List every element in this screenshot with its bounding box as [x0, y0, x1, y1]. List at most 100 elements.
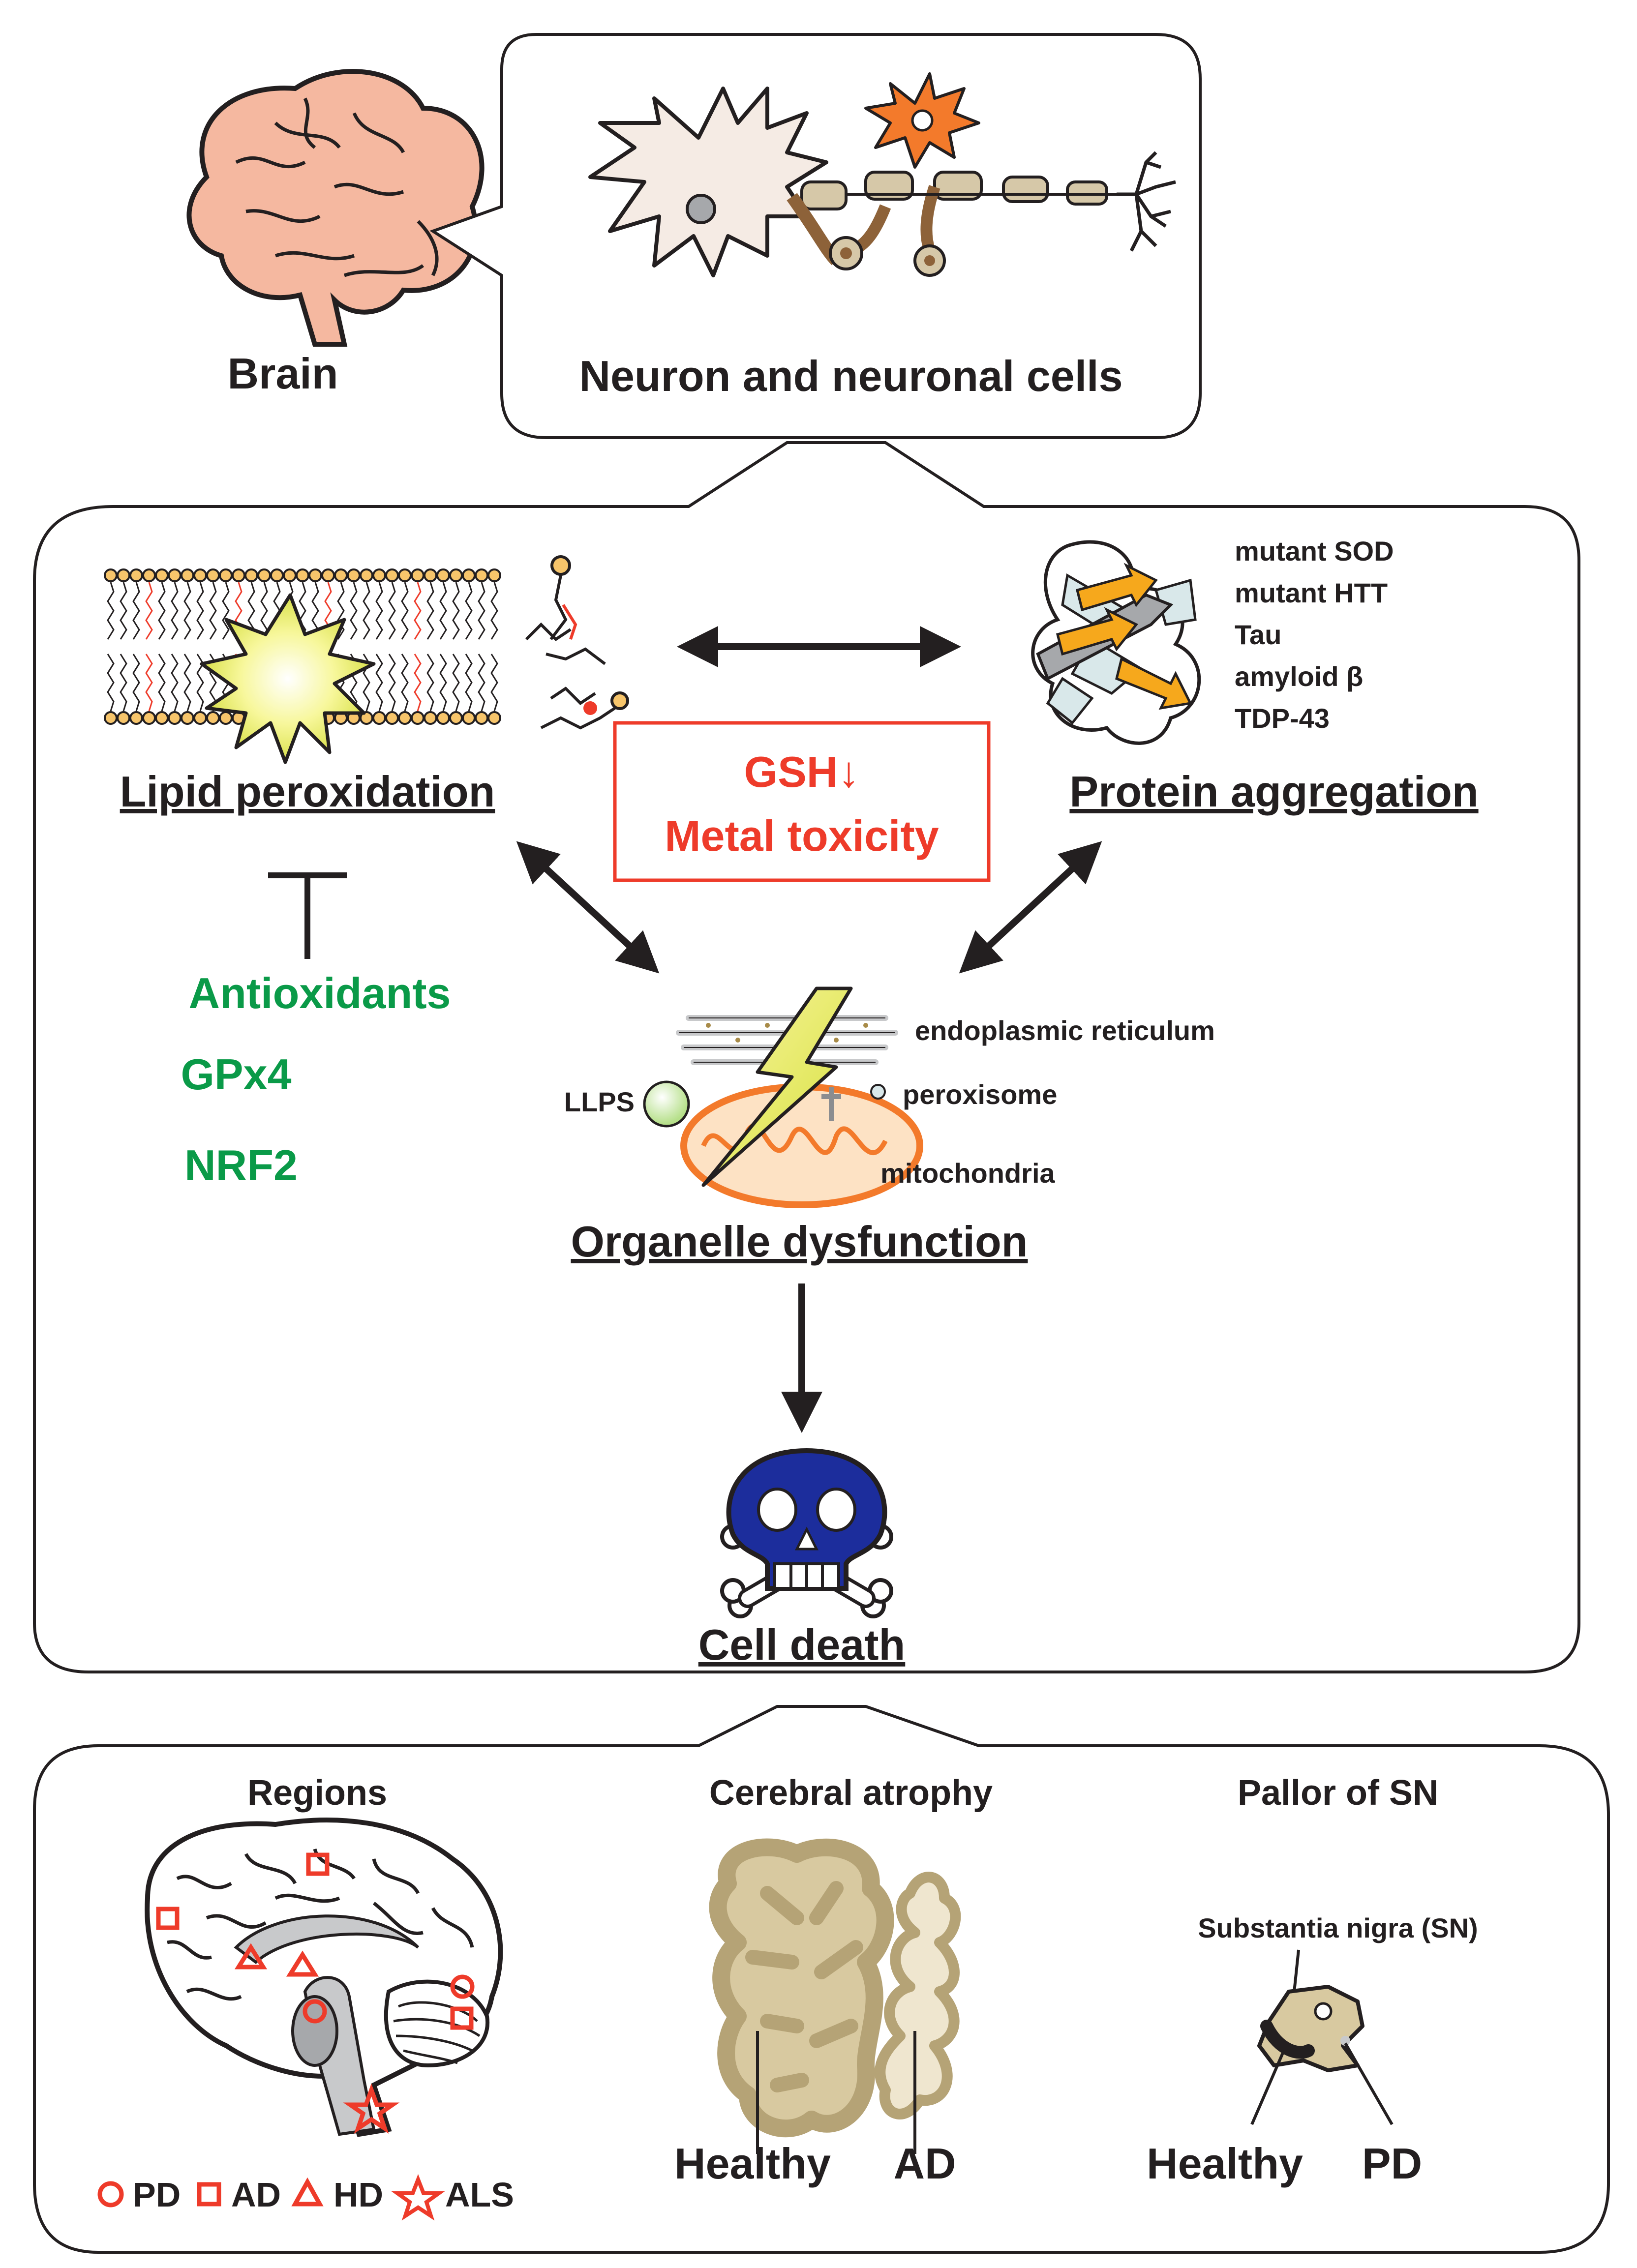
- lipid-tail: [145, 582, 153, 640]
- sn-healthy-pointer: [1250, 2050, 1285, 2125]
- lipid-head: [168, 568, 182, 582]
- pd-marker: [450, 1974, 475, 1999]
- lipid-tail: [120, 654, 127, 712]
- lipid-head: [129, 568, 143, 582]
- lipid-head: [372, 568, 386, 582]
- lipid-head: [487, 711, 501, 725]
- lipid-head: [424, 568, 437, 582]
- lipid-tail: [465, 654, 473, 712]
- lipid-head: [475, 568, 488, 582]
- lipid-head: [181, 568, 194, 582]
- protein-aggregation-label: Protein aggregation: [1069, 767, 1478, 816]
- lipid-head: [104, 711, 118, 725]
- lipid-tail: [375, 582, 383, 640]
- lipid-tail: [363, 582, 370, 640]
- lipid-tail: [171, 582, 179, 640]
- lipid-head: [129, 711, 143, 725]
- sn-pd-label: PD: [1362, 2139, 1422, 2188]
- er-label: endoplasmic reticulum: [915, 1015, 1215, 1046]
- lipid-head: [372, 711, 386, 725]
- lipid-head: [487, 568, 501, 582]
- lipid-tail: [452, 582, 460, 640]
- lipid-head: [206, 711, 220, 725]
- atrophy-ad-label: AD: [893, 2139, 956, 2188]
- nrf2-label: NRF2: [184, 1141, 298, 1190]
- lipid-head: [424, 711, 437, 725]
- lipid-tail: [401, 654, 409, 712]
- hd-marker: [234, 1943, 268, 1970]
- lipid-head: [436, 711, 450, 725]
- sn-pointer-line: [1292, 1949, 1300, 1997]
- lipid-tail: [439, 582, 447, 640]
- ad-cortex-illustration: [875, 1872, 961, 2154]
- lipid-head: [321, 568, 335, 582]
- lipid-head: [142, 568, 156, 582]
- sn-label: Substantia nigra (SN): [1198, 1912, 1478, 1943]
- lipid-tail: [439, 654, 447, 712]
- lipid-head: [385, 711, 399, 725]
- lipid-head: [462, 568, 476, 582]
- lipid-tail: [337, 582, 345, 640]
- ad-marker: [156, 1907, 180, 1930]
- lipid-head: [411, 711, 424, 725]
- lipid-peroxidation-label: Lipid peroxidation: [120, 767, 495, 816]
- lipid-head: [334, 568, 348, 582]
- legend-circle-icon: [97, 2181, 124, 2208]
- lipid-head: [283, 568, 297, 582]
- lipid-head: [219, 568, 233, 582]
- lipid-head: [475, 711, 488, 725]
- lipid-tail: [132, 654, 140, 712]
- lipid-head: [347, 568, 361, 582]
- oxidation-burst-icon: [200, 593, 376, 764]
- llps-label: LLPS: [564, 1086, 635, 1117]
- lipid-tail: [465, 582, 473, 640]
- lipid-tail: [452, 654, 460, 712]
- lipid-head: [449, 568, 463, 582]
- lipid-head: [449, 711, 463, 725]
- hd-marker: [286, 1950, 319, 1977]
- lipid-tail: [388, 654, 396, 712]
- legend-als: ALS: [445, 2176, 514, 2214]
- lipid-organelle-arrow: [516, 841, 660, 974]
- sn-illustration: [1257, 1985, 1364, 2072]
- lipid-tail: [183, 582, 191, 640]
- legend-triangle-icon: [291, 2177, 324, 2207]
- lipid-head: [117, 711, 130, 725]
- lipid-tail: [120, 582, 127, 640]
- lipid-tail: [388, 582, 396, 640]
- lipid-tail: [414, 654, 422, 712]
- lipid-tail: [426, 654, 434, 712]
- lipid-head: [155, 568, 169, 582]
- protein-item-5: TDP-43: [1235, 703, 1330, 734]
- legend-star-icon: [391, 2174, 445, 2221]
- gsh-label: GSH↓: [744, 747, 860, 796]
- healthy-cortex-illustration: [709, 1838, 894, 2154]
- lipid-head: [104, 568, 118, 582]
- lipid-tail: [299, 582, 306, 640]
- sn-pd-pointer: [1344, 2042, 1394, 2125]
- legend-square-icon: [197, 2182, 221, 2207]
- lipid-tail: [183, 654, 191, 712]
- lipid-head: [193, 568, 207, 582]
- lipid-head: [206, 568, 220, 582]
- disease-legend: PD AD HD ALS: [97, 2174, 514, 2221]
- protein-aggregate-illustration: [1031, 540, 1201, 745]
- lipid-head: [244, 568, 258, 582]
- lipid-head: [296, 568, 309, 582]
- metal-toxicity-label: Metal toxicity: [665, 811, 939, 860]
- lipid-tail: [222, 582, 230, 640]
- lipid-head: [270, 568, 284, 582]
- pd-marker: [303, 1999, 327, 2024]
- lipid-tail: [107, 654, 115, 712]
- lipid-head: [142, 711, 156, 725]
- antioxidants-label: Antioxidants: [189, 969, 451, 1017]
- lipid-head: [168, 711, 182, 725]
- gsh-metal-box: [613, 721, 991, 882]
- brain-illustration: [186, 69, 485, 347]
- lipid-tail: [158, 582, 166, 640]
- lipid-head: [257, 568, 271, 582]
- legend-ad: AD: [231, 2176, 281, 2214]
- lipid-head: [462, 711, 476, 725]
- legend-hd: HD: [333, 2176, 383, 2214]
- neuron-label: Neuron and neuronal cells: [579, 352, 1122, 400]
